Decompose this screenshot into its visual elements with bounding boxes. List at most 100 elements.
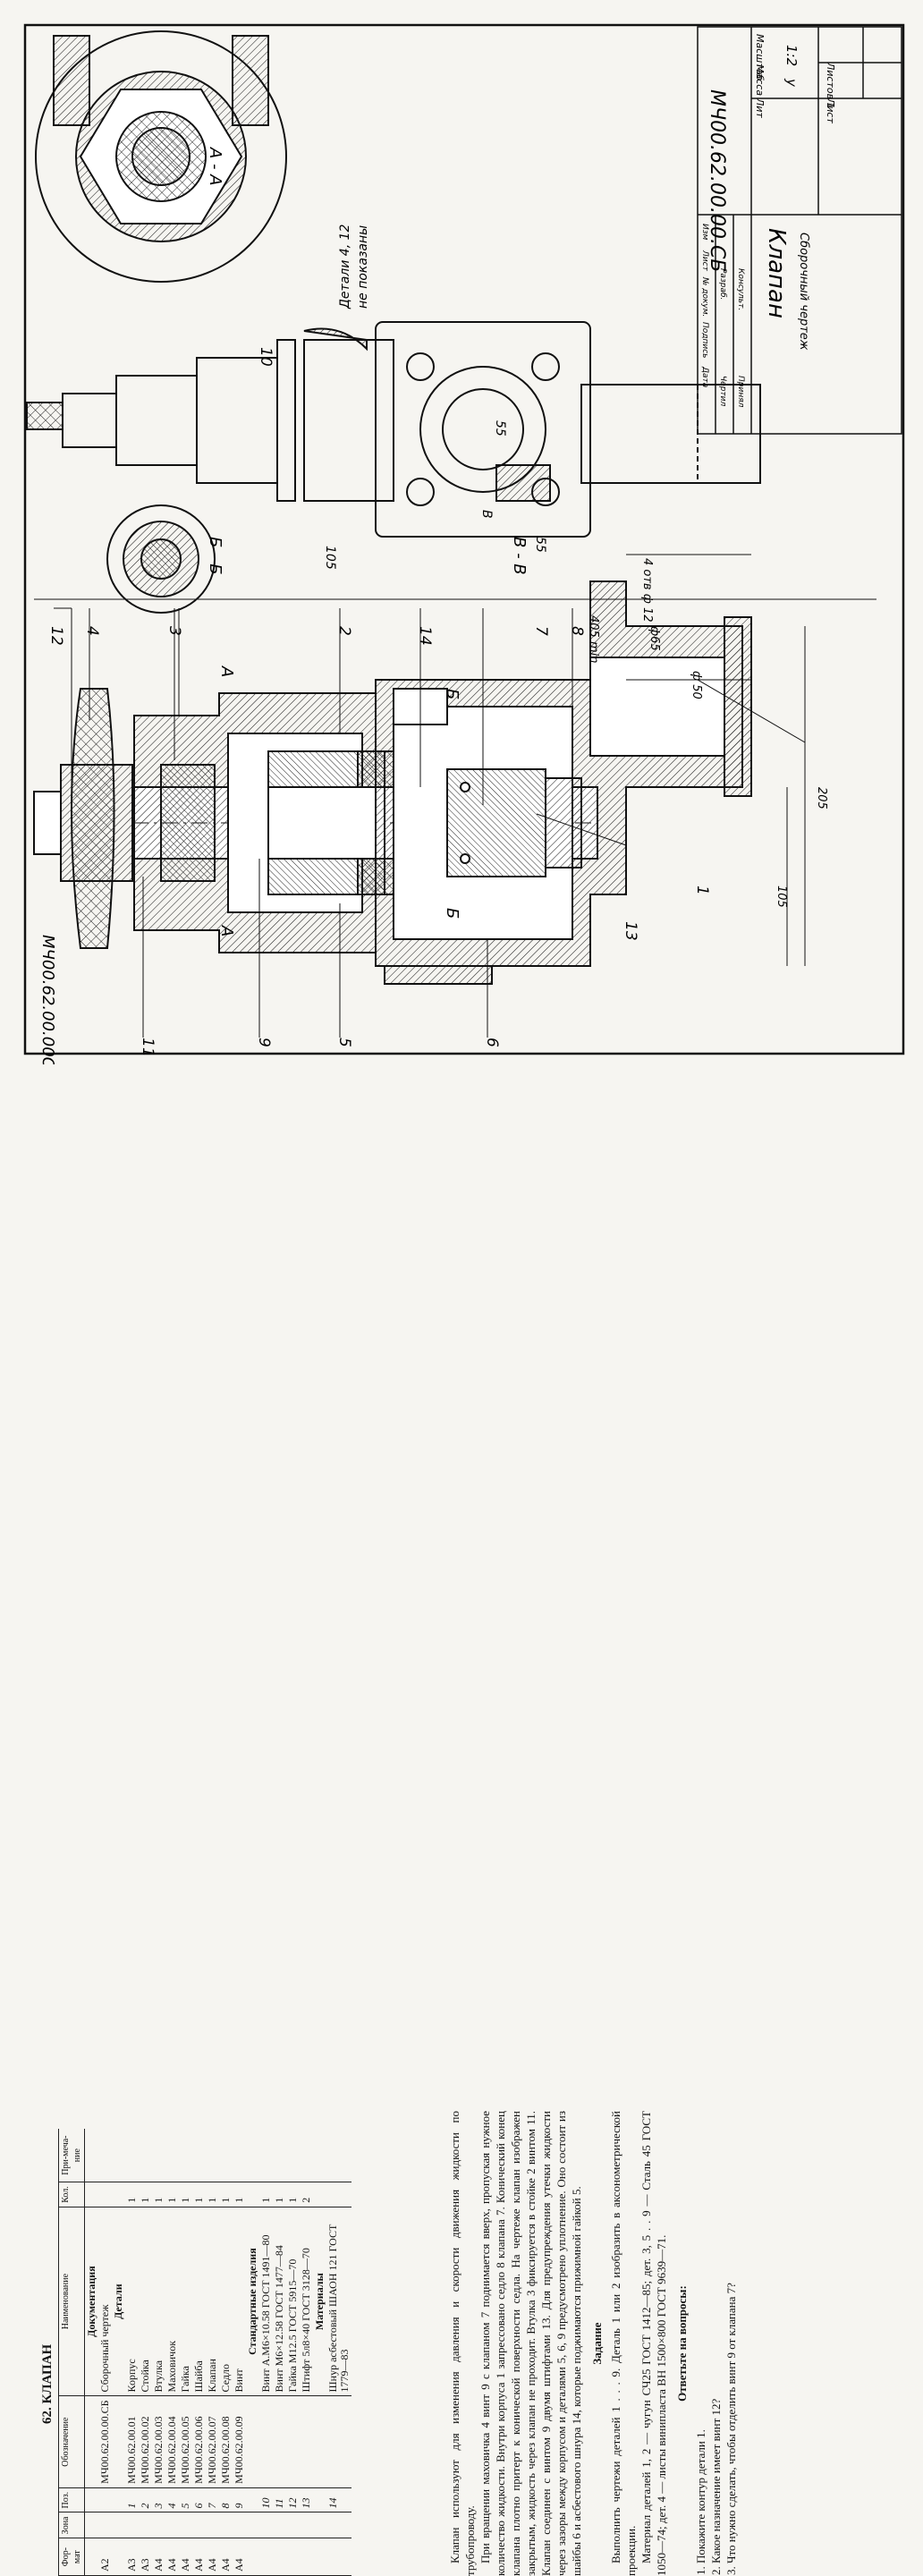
cell-format: А4 bbox=[219, 2538, 233, 2576]
dim-105-main: 105 bbox=[775, 886, 788, 908]
cell-qty bbox=[98, 2182, 112, 2207]
cell-pos: 3 bbox=[152, 2487, 165, 2512]
cell-format: А4 bbox=[233, 2538, 246, 2576]
cell-qty: 1 bbox=[206, 2182, 219, 2207]
parts-specification-table: Фор-мат Зона Поз. Обозначение Наименован… bbox=[58, 2129, 351, 2576]
title-block-text: МЧ00.62.00.00.СБ Клапан Сборочный чертеж… bbox=[700, 34, 836, 408]
stamp-list: Лист bbox=[700, 250, 709, 272]
drawing-subtitle: Сборочный чертеж bbox=[797, 233, 810, 351]
cell-note bbox=[192, 2129, 206, 2182]
scale-header: Масштаб bbox=[754, 34, 766, 80]
dim-205: 205 bbox=[815, 787, 828, 809]
cell-note bbox=[98, 2129, 112, 2182]
inlet-flange bbox=[384, 965, 493, 985]
question-item: Что нужно сделать, чтобы отделить винт 9… bbox=[724, 2111, 739, 2563]
description-text: Клапан используют для изменения давления… bbox=[447, 2111, 739, 2576]
outlet-flange bbox=[724, 616, 752, 797]
cell-zone bbox=[259, 2512, 273, 2538]
cell-code bbox=[259, 2395, 273, 2488]
cell-pos: 8 bbox=[219, 2487, 233, 2512]
assembly-drawing: МЧ00.62.00.00СБ bbox=[23, 23, 905, 1080]
cell-pos: 9 bbox=[233, 2487, 246, 2512]
cell-code: МЧ00.62.00.00.СБ bbox=[98, 2395, 112, 2488]
cell-code: МЧ00.62.00.02 bbox=[139, 2395, 152, 2488]
bore-circle bbox=[419, 366, 546, 493]
cell-pos: 5 bbox=[179, 2487, 192, 2512]
col-format: Фор-мат bbox=[58, 2538, 85, 2576]
section-bb-label: Б - Б bbox=[206, 537, 224, 575]
stamp-date: Дата bbox=[700, 366, 709, 387]
table-header-row: Фор-мат Зона Поз. Обозначение Наименован… bbox=[58, 2129, 85, 2576]
list-label: Лист bbox=[825, 97, 836, 123]
callout-labels: 12 4 3 2 14 7 8 11 9 5 6 13 1 10 bbox=[47, 347, 711, 1057]
callout-9: 9 bbox=[255, 1038, 273, 1047]
cell-zone bbox=[98, 2512, 112, 2538]
cell-format bbox=[286, 2538, 300, 2576]
stamp-prinyal: Принял bbox=[736, 376, 745, 408]
scale-value: 1:2 bbox=[783, 45, 800, 66]
leader-lines bbox=[54, 607, 806, 1038]
title-block bbox=[697, 26, 902, 435]
body-flange bbox=[375, 321, 591, 538]
callout-10: 10 bbox=[257, 347, 275, 367]
cell-note bbox=[326, 2129, 351, 2182]
cut-b-bottom: Б bbox=[443, 908, 462, 919]
description-p1: Клапан используют для изменения давления… bbox=[448, 2111, 477, 2576]
cell-qty: 2 bbox=[300, 2182, 313, 2207]
cell-qty: 1 bbox=[273, 2182, 286, 2207]
cell-name: Втулка bbox=[152, 2207, 165, 2396]
dim-55-outer: 55 bbox=[533, 537, 547, 553]
cell-note bbox=[286, 2129, 300, 2182]
dim-50: ф 50 bbox=[690, 671, 703, 699]
task-title: Задание bbox=[590, 2322, 604, 2365]
product-name: Клапан bbox=[763, 228, 790, 318]
cell-format: А3 bbox=[125, 2538, 139, 2576]
cell-zone bbox=[286, 2512, 300, 2538]
col-qty: Кол. bbox=[58, 2182, 85, 2207]
task-p1: Выполнить чертежи деталей 1 . . . 9. Дет… bbox=[609, 2111, 638, 2576]
section-title: Документация bbox=[84, 2207, 98, 2396]
dim-105-side: 105 bbox=[323, 546, 337, 570]
col-name: Наименование bbox=[58, 2207, 85, 2396]
stamp-konsult: Консульт. bbox=[736, 268, 745, 310]
cell-qty bbox=[326, 2182, 351, 2207]
cell-code bbox=[273, 2395, 286, 2488]
cell-qty: 1 bbox=[233, 2182, 246, 2207]
question-item: Какое назначение имеет винт 12? bbox=[708, 2111, 724, 2563]
cell-code: МЧ00.62.00.07 bbox=[206, 2395, 219, 2488]
bushing-3 bbox=[160, 764, 216, 882]
callout-12: 12 bbox=[47, 626, 65, 646]
cell-zone bbox=[192, 2512, 206, 2538]
cell-note bbox=[125, 2129, 139, 2182]
cell-pos bbox=[98, 2487, 112, 2512]
table-section-row: Документация bbox=[84, 2129, 98, 2576]
table-section-row: Стандартные изделия bbox=[246, 2129, 259, 2576]
designation-text: МЧ00.62.00.00.СБ bbox=[706, 89, 728, 272]
cell-qty: 1 bbox=[179, 2182, 192, 2207]
cell-name: Винт bbox=[233, 2207, 246, 2396]
cell-note bbox=[152, 2129, 165, 2182]
cell-zone bbox=[233, 2512, 246, 2538]
cell-zone bbox=[273, 2512, 286, 2538]
col-pos: Поз. bbox=[58, 2487, 85, 2512]
cell-format: А4 bbox=[206, 2538, 219, 2576]
section-bb bbox=[106, 504, 216, 614]
cell-pos: 1 bbox=[125, 2487, 139, 2512]
cut-b-top: Б bbox=[443, 689, 462, 699]
cell-code: МЧ00.62.00.01 bbox=[125, 2395, 139, 2488]
cell-note bbox=[219, 2129, 233, 2182]
cell-zone bbox=[179, 2512, 192, 2538]
hub bbox=[60, 764, 133, 882]
cell-zone bbox=[165, 2512, 179, 2538]
cell-pos: 10 bbox=[259, 2487, 273, 2512]
cell-code: МЧ00.62.00.03 bbox=[152, 2395, 165, 2488]
note-top: Детали 4, 12 bbox=[338, 225, 352, 309]
section-vv bbox=[495, 464, 551, 502]
